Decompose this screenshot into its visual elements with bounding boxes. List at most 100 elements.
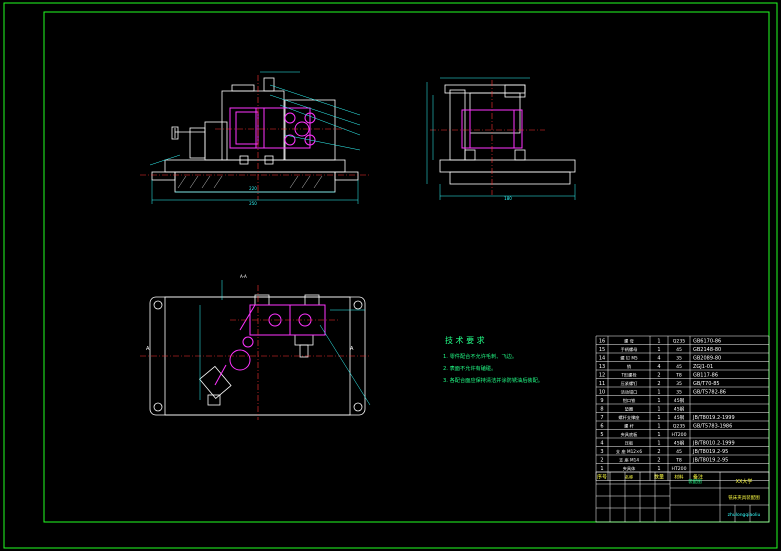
bom-cell-material: 45钢 bbox=[674, 440, 685, 447]
bom-cell-standard: JB/T8019.2-95 bbox=[692, 458, 728, 464]
side-base bbox=[449, 171, 571, 185]
tech-title: 技 术 要 求 bbox=[445, 335, 485, 345]
bom-cell-name: 手柄螺母 bbox=[621, 346, 638, 353]
bom-cell-qty: 4 bbox=[657, 356, 660, 362]
bom-cell-name: 钳口铁 bbox=[623, 397, 636, 404]
side-centerlines bbox=[430, 80, 545, 195]
bom-cell-qty: 1 bbox=[657, 407, 660, 413]
side-dimensions bbox=[426, 77, 576, 200]
bom-cell-material: 35 bbox=[676, 381, 682, 387]
outer-frame bbox=[3, 2, 778, 549]
tech-item-3: 3. 各配合面应保持清洁并涂防锈油后装配。 bbox=[443, 376, 543, 384]
bom-cell-material: 45 bbox=[676, 449, 682, 455]
bom-cell-no: 16 bbox=[599, 339, 605, 345]
bom-cell-qty: 1 bbox=[657, 432, 660, 438]
bom-cell-name: 夹具体 bbox=[623, 465, 636, 472]
bom-cell-no: 11 bbox=[599, 381, 605, 387]
bom-cell-qty: 数量 bbox=[654, 474, 664, 481]
bom-cell-name: 支 座 M12×6 bbox=[616, 448, 642, 455]
bom-cell-qty: 1 bbox=[657, 339, 660, 345]
title-watermark: zhulongqiaoliu bbox=[728, 512, 761, 518]
top-centerlines bbox=[140, 285, 370, 420]
bom-cell-no: 14 bbox=[599, 356, 605, 362]
bom-cell-qty: 1 bbox=[657, 415, 660, 421]
title-drawing-name: 铣床夹具装配图 bbox=[728, 494, 760, 501]
bom-cell-name: 支 座 M14 bbox=[619, 457, 639, 464]
bom-cell-name: T形螺栓 bbox=[620, 372, 637, 379]
front-dimensions bbox=[149, 71, 361, 204]
bom-cell-no: 4 bbox=[600, 441, 603, 447]
bom-cell-no: 10 bbox=[599, 390, 605, 396]
bom-cell-standard: GB/T70-85 bbox=[693, 381, 720, 387]
bom-cell-standard: GB/T5783-1986 bbox=[693, 424, 732, 430]
bom-cell-material: 45 bbox=[676, 347, 682, 353]
bom-cell-name: 螺 杆 bbox=[624, 423, 635, 430]
bom-cell-material: HT200 bbox=[671, 432, 686, 438]
bom-cell-name: 压板 bbox=[625, 440, 634, 447]
bom-cell-name: 螺杆支撑座 bbox=[619, 414, 640, 421]
bom-cell-no: 7 bbox=[600, 415, 603, 421]
bom-cell-material: Q235 bbox=[673, 339, 685, 345]
top-view bbox=[149, 294, 366, 416]
bom-cell-no: 15 bbox=[599, 347, 605, 353]
bom-cell-name: 销 bbox=[627, 363, 631, 370]
bom-cell-standard: GB2089-80 bbox=[693, 356, 721, 362]
bom-cell-qty: 4 bbox=[657, 364, 660, 370]
bom-cell-no: 6 bbox=[600, 424, 603, 430]
title-school: XX大学 bbox=[736, 478, 753, 485]
bom-cell-standard: JB/T8019.2-95 bbox=[692, 449, 728, 455]
top-dimensions bbox=[199, 280, 371, 406]
bom-cell-no: 12 bbox=[599, 373, 605, 379]
bom-cell-qty: 1 bbox=[657, 398, 660, 404]
bom-cell-material: Q235 bbox=[673, 424, 685, 430]
front-view bbox=[151, 77, 359, 193]
bom-cell-qty: 2 bbox=[657, 449, 660, 455]
bom-cell-no: 序号 bbox=[597, 474, 607, 481]
section-label-left: A bbox=[146, 346, 150, 352]
tech-item-2: 2. 表面不允许有磕碰。 bbox=[443, 364, 496, 372]
bom-cell-material: 45 bbox=[676, 364, 682, 370]
dim-front-inner: 220 bbox=[249, 186, 257, 191]
bom-cell-standard: GB2148-80 bbox=[693, 347, 721, 353]
bom-cell-name: 夹具底板 bbox=[621, 431, 639, 438]
bom-cell-qty: 1 bbox=[657, 424, 660, 430]
bom-cell-material: 材料 bbox=[674, 474, 684, 481]
title-block bbox=[595, 471, 770, 523]
bom-cell-no: 2 bbox=[600, 458, 603, 464]
bom-cell-no: 1 bbox=[600, 466, 603, 472]
bom-cell-name: 垫圈 bbox=[625, 406, 633, 413]
tech-requirements: 技 术 要 求 1. 零件配合不允许毛刺、飞边。 2. 表面不允许有磕碰。 3.… bbox=[443, 335, 543, 384]
bom-cell-qty: 1 bbox=[657, 390, 660, 396]
dim-side: 180 bbox=[504, 196, 512, 201]
bom-cell-standard: JB/T8010.2-1999 bbox=[692, 441, 735, 447]
bom-cell-no: 3 bbox=[600, 449, 603, 455]
bom-cell-no: 13 bbox=[599, 364, 605, 370]
bom-cell-material: 45钢 bbox=[674, 397, 685, 404]
bom-cell-standard: GB/T5782-86 bbox=[693, 390, 726, 396]
bom-cell-qty: 2 bbox=[657, 373, 660, 379]
bom-cell-material: T8 bbox=[675, 373, 682, 379]
bom-cell-name: 螺 母 bbox=[624, 338, 634, 345]
bom-cell-qty: 1 bbox=[657, 466, 660, 472]
bom-cell-standard: ZGJ1-01 bbox=[693, 364, 713, 370]
bom-cell-material: 35 bbox=[676, 356, 682, 362]
front-centerlines bbox=[140, 75, 370, 200]
bom-cell-material: 45钢 bbox=[674, 406, 685, 413]
dim-front-total: 250 bbox=[249, 201, 257, 206]
bom-cell-qty: 2 bbox=[657, 381, 660, 387]
bom-cell-material: 45钢 bbox=[674, 414, 685, 421]
bom-cell-name: 螺 钉 M5 bbox=[620, 355, 638, 362]
bom-cell-qty: 1 bbox=[657, 441, 660, 447]
bom-cell-name: 名称 bbox=[625, 474, 633, 481]
section-label-right: A bbox=[350, 346, 354, 352]
bom-cell-name: 压紧螺钉 bbox=[621, 380, 639, 387]
inner-frame bbox=[43, 11, 770, 523]
bom-cell-standard: 备注 bbox=[693, 474, 703, 481]
bom-cell-material: HT200 bbox=[671, 466, 686, 472]
bom-cell-standard: GB6170-86 bbox=[693, 339, 721, 345]
bom-cell-name: 活动钳口 bbox=[621, 389, 638, 396]
front-fixture-body bbox=[221, 90, 285, 161]
bom-cell-no: 5 bbox=[600, 432, 603, 438]
bom-cell-no: 9 bbox=[600, 398, 603, 404]
